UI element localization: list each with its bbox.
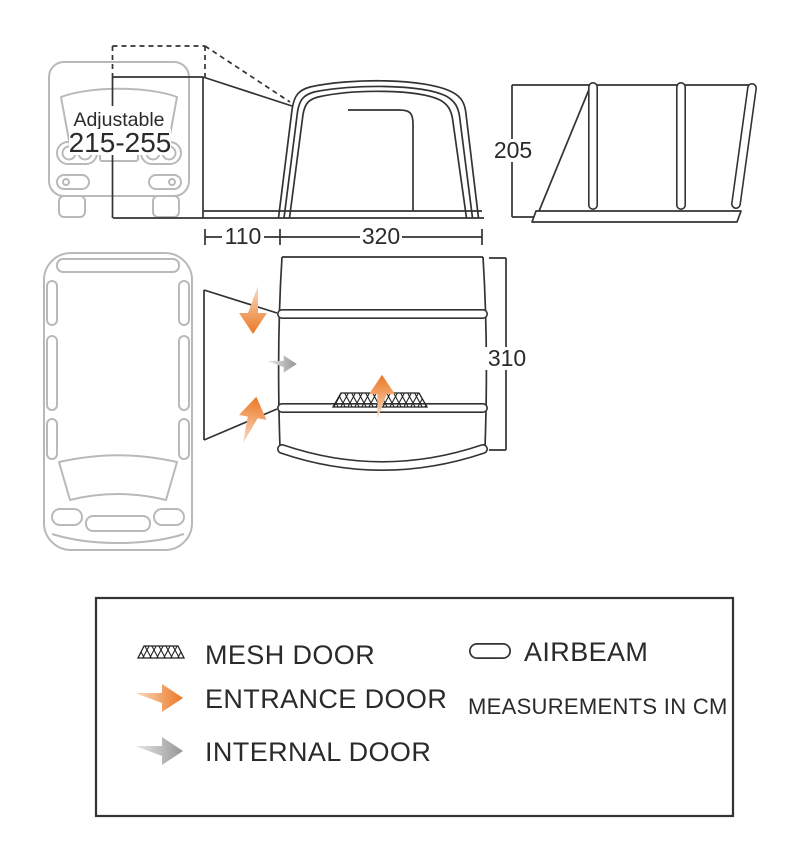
entrance-door-arrow-icon — [239, 286, 267, 334]
frame-front-diagonal — [536, 86, 591, 217]
width-dimensions: 110 320 — [204, 223, 483, 249]
entrance-door-arrow-icon — [135, 684, 183, 712]
van-top-windshield — [58, 454, 178, 501]
van-top-body — [43, 252, 193, 551]
tunnel-wall-bottom — [203, 408, 278, 441]
height-range-value: 215-255 — [69, 127, 172, 158]
height-guide-dashed-diagonal — [204, 45, 291, 103]
van-front-wheel-right — [152, 195, 180, 218]
van-top-view — [43, 252, 193, 551]
arch-middle — [283, 85, 474, 219]
van-front-wheel-left — [58, 195, 86, 218]
airbeam-tube-3 — [732, 84, 756, 208]
adjustable-label: Adjustable — [73, 109, 164, 131]
side-door-outline — [348, 109, 414, 211]
floorplan-front-airbeam — [278, 445, 487, 470]
adjustable-label-bg — [72, 106, 167, 129]
legend-entrance-door-label: ENTRANCE DOOR — [205, 684, 447, 714]
awning-floorplan: 310 — [203, 256, 529, 471]
awning-depth-value: 310 — [488, 345, 526, 371]
height-range-bg — [69, 129, 171, 155]
mesh-door-icon — [136, 645, 186, 659]
tunnel-wall-top — [203, 289, 278, 314]
internal-door-arrow-icon — [135, 737, 183, 765]
legend-internal-door-label: INTERNAL DOOR — [205, 737, 431, 767]
legend-box — [94, 596, 735, 818]
arch-outer — [277, 79, 480, 219]
awning-width-value: 320 — [362, 223, 400, 249]
legend: MESH DOOR ENTRANCE DOOR INTERNAL DOOR AI… — [94, 596, 735, 818]
awning-frame-view: 205 — [491, 82, 757, 223]
height-value: 205 — [494, 137, 532, 163]
legend-airbeam-label: AIRBEAM — [524, 637, 648, 667]
floorplan-left-wall — [277, 256, 283, 449]
entrance-door-arrow-icon — [234, 394, 271, 447]
legend-mesh-door-label: MESH DOOR — [205, 640, 375, 670]
frame-base-bar — [531, 210, 742, 223]
tunnel-depth-value: 110 — [225, 223, 262, 249]
van-front-body — [48, 61, 190, 197]
awning-side-view — [111, 45, 484, 219]
tunnel-top-line — [202, 76, 293, 107]
van-top-rear-window — [56, 258, 180, 273]
arch-inner — [288, 90, 468, 219]
legend-measurements-note: MEASUREMENTS IN CM — [468, 694, 728, 719]
width-dimension-lines — [204, 229, 483, 245]
internal-door-arrow-icon — [267, 355, 297, 373]
